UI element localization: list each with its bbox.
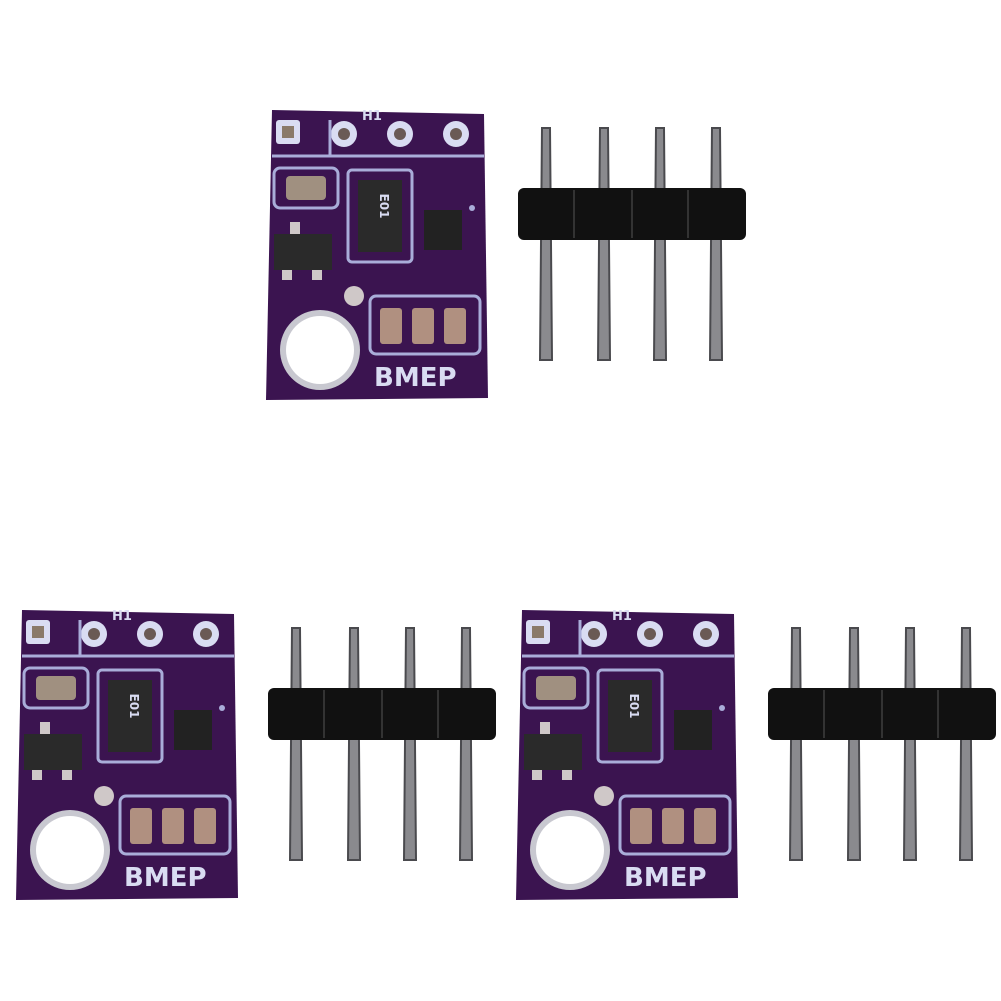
module-label: BMEP: [374, 363, 457, 393]
pin-header: [268, 627, 496, 861]
pcb-board: E01 BMEP H1: [266, 109, 488, 400]
header-label: H1: [112, 609, 132, 624]
chip-marking-text: E01: [377, 194, 391, 219]
header-label: H1: [612, 609, 632, 624]
chip-marking-text: E01: [627, 694, 641, 719]
sensor-module-3: E01 BMEP H1: [512, 600, 1001, 920]
pcb-board: E01 BMEP H1: [516, 609, 738, 900]
module-label: BMEP: [624, 863, 707, 893]
sensor-module-2: E01 BMEP H1: [12, 600, 512, 920]
pin-header: [768, 627, 996, 861]
header-label: H1: [362, 109, 382, 124]
pin-header: [518, 127, 746, 361]
module-label: BMEP: [124, 863, 207, 893]
sensor-module-1: E01 BMEP H1: [262, 100, 762, 420]
pcb-board: E01 BMEP H1: [16, 609, 238, 900]
chip-marking-text: E01: [127, 694, 141, 719]
